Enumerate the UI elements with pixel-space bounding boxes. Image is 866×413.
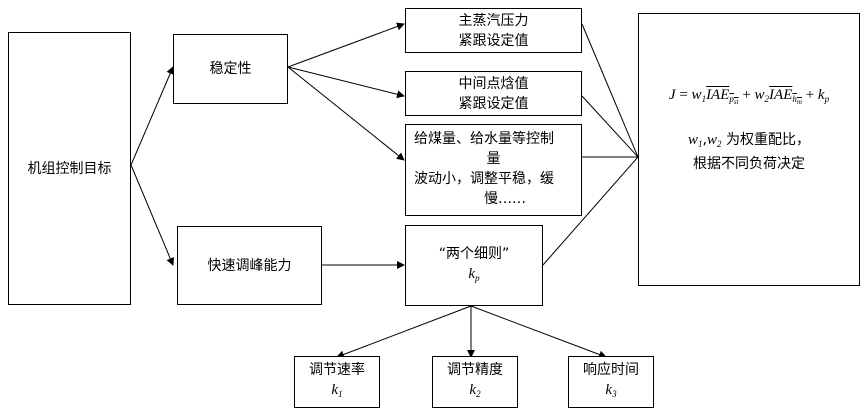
peak-regulation-box: 快速调峰能力 — [177, 226, 322, 305]
enthalpy-line2: 紧跟设定值 — [458, 95, 529, 112]
regulation-rate-box: 调节速率 k1 — [294, 356, 380, 408]
kp-symbol: kp — [468, 265, 480, 283]
main-steam-line2: 紧跟设定值 — [458, 32, 529, 49]
main-steam-line1: 主蒸汽压力 — [458, 12, 529, 29]
k2-symbol: k2 — [469, 382, 481, 399]
arrow-stability-to-enthalpy — [287, 66, 405, 99]
coal-water-box: 给煤量、给水量等控制 量 波动小，调整平稳，缓 慢…… — [405, 124, 582, 216]
control-goal-label: 机组控制目标 — [27, 160, 112, 177]
weights-line1: w1,w2 为权重配比， — [688, 132, 810, 149]
coal-water-line2: 量 — [486, 151, 501, 167]
regulation-precision-box: 调节精度 k2 — [432, 356, 518, 408]
coal-water-line3: 波动小，调整平稳，缓 — [414, 171, 554, 187]
regulation-rate-label: 调节速率 — [309, 362, 365, 378]
arrow-stability-to-steam — [287, 22, 405, 68]
two-rules-title: “两个细则” — [438, 245, 510, 262]
k1-symbol: k1 — [331, 382, 343, 399]
main-steam-box: 主蒸汽压力 紧跟设定值 — [405, 8, 582, 53]
coal-water-line4: 慢…… — [484, 191, 526, 207]
stability-label: 稳定性 — [209, 61, 252, 77]
line-rules-to-objective — [542, 156, 639, 266]
peak-regulation-label: 快速调峰能力 — [207, 257, 292, 274]
objective-formula: J = w1IAEpst + w2IAEhm + kp — [668, 87, 830, 106]
regulation-precision-label: 调节精度 — [447, 362, 503, 378]
objective-function-box: J = w1IAEpst + w2IAEhm + kp w1,w2 为权重配比，… — [638, 13, 860, 286]
k3-symbol: k3 — [605, 382, 617, 399]
stability-box: 稳定性 — [173, 34, 288, 104]
response-time-label: 响应时间 — [583, 362, 639, 378]
control-goal-box: 机组控制目标 — [8, 32, 131, 305]
line-enthalpy-to-objective — [581, 95, 639, 158]
arrow-goal-to-peak — [130, 164, 174, 266]
two-rules-box: “两个细则” kp — [405, 225, 543, 306]
arrow-rules-to-response — [470, 305, 607, 359]
enthalpy-line1: 中间点焓值 — [458, 75, 529, 92]
response-time-box: 响应时间 k3 — [568, 356, 654, 408]
arrow-rules-to-rate — [336, 305, 472, 359]
coal-water-line1: 给煤量、给水量等控制 — [414, 131, 554, 147]
weights-line2: 根据不同负荷决定 — [693, 156, 805, 172]
enthalpy-box: 中间点焓值 紧跟设定值 — [405, 71, 582, 116]
arrow-goal-to-stability — [130, 66, 174, 166]
arrow-stability-to-coal — [287, 66, 405, 161]
line-steam-to-objective — [581, 23, 639, 158]
